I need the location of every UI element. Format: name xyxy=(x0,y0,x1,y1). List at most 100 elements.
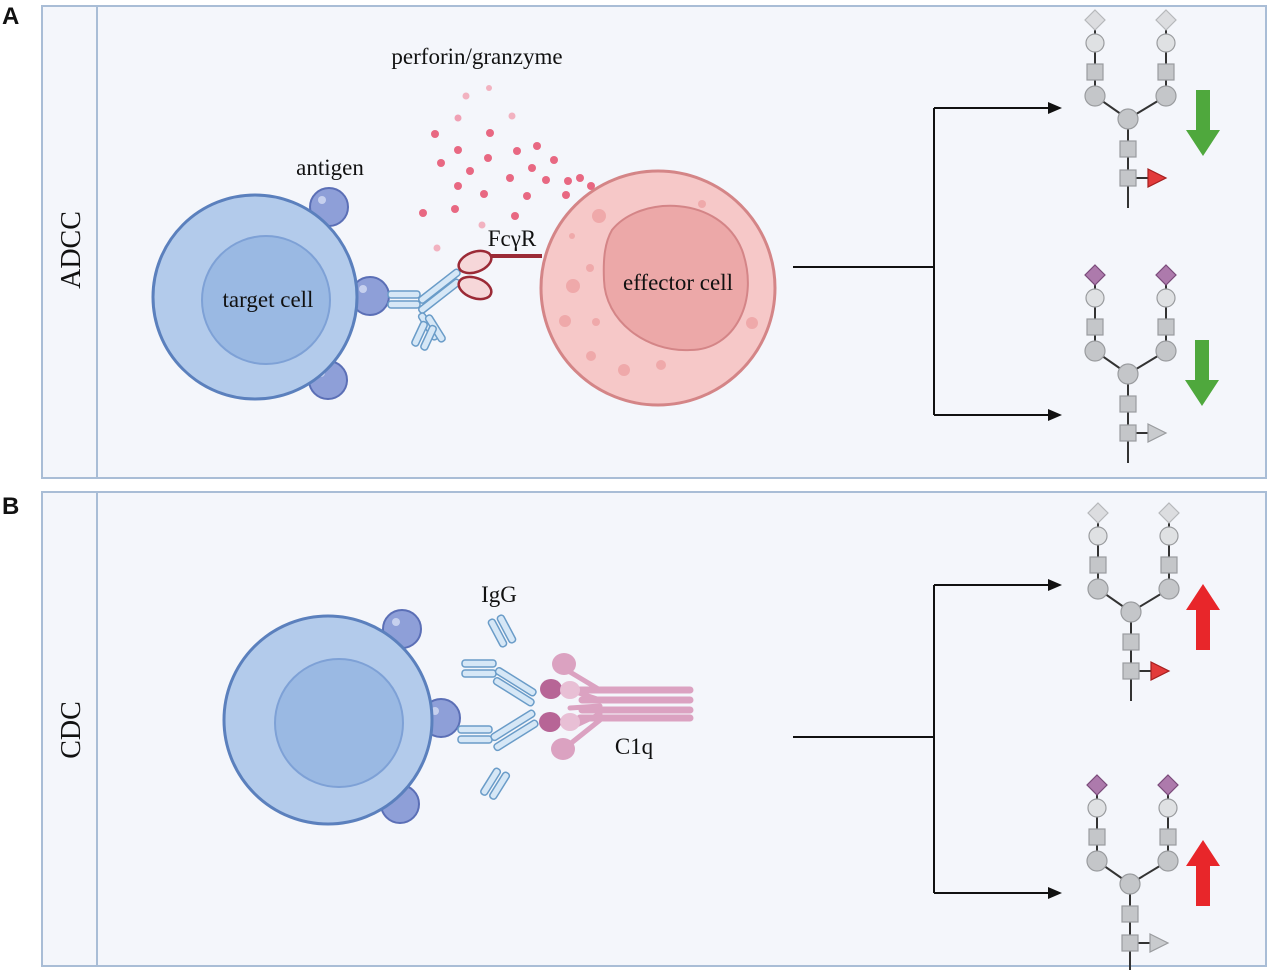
c1q-head xyxy=(552,653,576,675)
mannose-icon xyxy=(1158,578,1180,600)
antibody-chain xyxy=(461,669,497,678)
antibody-chain xyxy=(387,300,421,309)
granule xyxy=(433,244,441,252)
target-cell: target cell xyxy=(151,193,359,401)
glcnac-icon xyxy=(1160,556,1178,574)
arrowhead xyxy=(1048,579,1062,591)
sialic-acid-icon xyxy=(1157,774,1179,796)
arrowhead xyxy=(1048,409,1062,421)
effector-granule xyxy=(566,279,580,293)
core-fucose-red-icon xyxy=(1147,168,1168,188)
effector-granule xyxy=(586,264,594,272)
antibody-chain xyxy=(417,268,461,304)
antibody-chain xyxy=(493,719,539,752)
target-cell-nucleus xyxy=(274,658,404,788)
c1q-head xyxy=(560,713,580,731)
core-fucose-red-icon xyxy=(1150,661,1171,681)
galactose-icon xyxy=(1085,33,1105,53)
antibody-chain xyxy=(387,290,421,299)
granule xyxy=(419,209,427,217)
fc-gamma-receptor: FcγR xyxy=(457,226,542,301)
c1q-complex: C1q xyxy=(539,653,694,760)
antibody-chain xyxy=(490,709,536,742)
granule xyxy=(486,129,494,137)
antibody-chain xyxy=(494,666,537,697)
antigen-highlight xyxy=(392,618,400,626)
panel-b: B CDC IgG xyxy=(2,491,1267,970)
c1q-head xyxy=(560,681,580,699)
glcnac-icon xyxy=(1089,556,1107,574)
glcnac-icon xyxy=(1086,318,1104,336)
granules xyxy=(419,85,595,252)
glcnac-icon xyxy=(1119,169,1137,187)
c1q-head xyxy=(551,738,575,760)
effector-granule xyxy=(592,318,600,326)
mannose-icon xyxy=(1084,85,1106,107)
granule xyxy=(508,112,516,120)
galactose-icon xyxy=(1087,798,1107,818)
antibody-icon xyxy=(457,709,539,800)
trend-arrow-up-icon xyxy=(1186,840,1220,906)
glycan-diamond-icon xyxy=(1158,502,1180,524)
glcnac-icon xyxy=(1119,424,1137,442)
granule xyxy=(564,177,572,185)
granule xyxy=(437,159,445,167)
sialic-acid-icon xyxy=(1086,774,1108,796)
granule xyxy=(486,85,492,91)
effector-cell-label: effector cell xyxy=(623,270,733,295)
glycan-diamond-icon xyxy=(1155,9,1177,31)
effector-granule xyxy=(656,360,666,370)
granule xyxy=(533,142,541,150)
antigen-highlight xyxy=(318,196,326,204)
effector-cell-nucleus xyxy=(602,204,749,352)
sialic-acid-icon xyxy=(1084,264,1106,286)
fucose-gray-icon xyxy=(1149,933,1170,953)
granule xyxy=(431,130,439,138)
receptor-domain xyxy=(457,249,493,275)
c1q-label: C1q xyxy=(615,734,654,759)
target-cell xyxy=(222,614,434,826)
glycan-structure xyxy=(1084,264,1177,463)
mannose-icon xyxy=(1084,340,1106,362)
galactose-icon xyxy=(1085,288,1105,308)
panel-b-letter: B xyxy=(2,493,19,520)
effector-granule xyxy=(698,200,706,208)
granule xyxy=(454,182,462,190)
antibody-chain xyxy=(420,324,437,351)
glcnac-icon xyxy=(1121,905,1139,923)
trend-arrow-down-icon xyxy=(1186,90,1220,156)
target-cell-label: target cell xyxy=(223,287,314,312)
granule xyxy=(480,190,488,198)
perforin-granzyme-label: perforin/granzyme xyxy=(391,44,562,69)
branch-lines xyxy=(793,584,1056,894)
galactose-icon xyxy=(1159,526,1179,546)
effector-cell: effector cell xyxy=(539,169,777,407)
mannose-icon xyxy=(1117,108,1139,130)
glycan-structure xyxy=(1084,9,1177,208)
granule xyxy=(550,156,558,164)
fucose-gray-icon xyxy=(1147,423,1168,443)
granule xyxy=(576,174,584,182)
mannose-icon xyxy=(1117,363,1139,385)
panel-a-letter: A xyxy=(2,3,19,30)
c1q-head xyxy=(539,712,561,732)
antibody-chain xyxy=(457,735,493,744)
granule xyxy=(454,146,462,154)
trend-arrow-up-icon xyxy=(1186,584,1220,650)
glcnac-icon xyxy=(1122,662,1140,680)
effector-granule xyxy=(569,233,575,239)
effector-granule xyxy=(586,351,596,361)
mannose-icon xyxy=(1120,601,1142,623)
mannose-icon xyxy=(1119,873,1141,895)
mannose-icon xyxy=(1157,850,1179,872)
panel-a-row-label: ADCC xyxy=(56,211,87,289)
granule xyxy=(562,191,570,199)
glcnac-icon xyxy=(1157,63,1175,81)
c1q-stalk xyxy=(576,686,694,722)
panel-a: A ADCC perforin/granzyme xyxy=(2,3,1267,479)
antibody-chain xyxy=(496,614,517,644)
c1q-arm xyxy=(562,669,603,751)
glcnac-icon xyxy=(1119,140,1137,158)
glycan-structure xyxy=(1087,502,1180,701)
